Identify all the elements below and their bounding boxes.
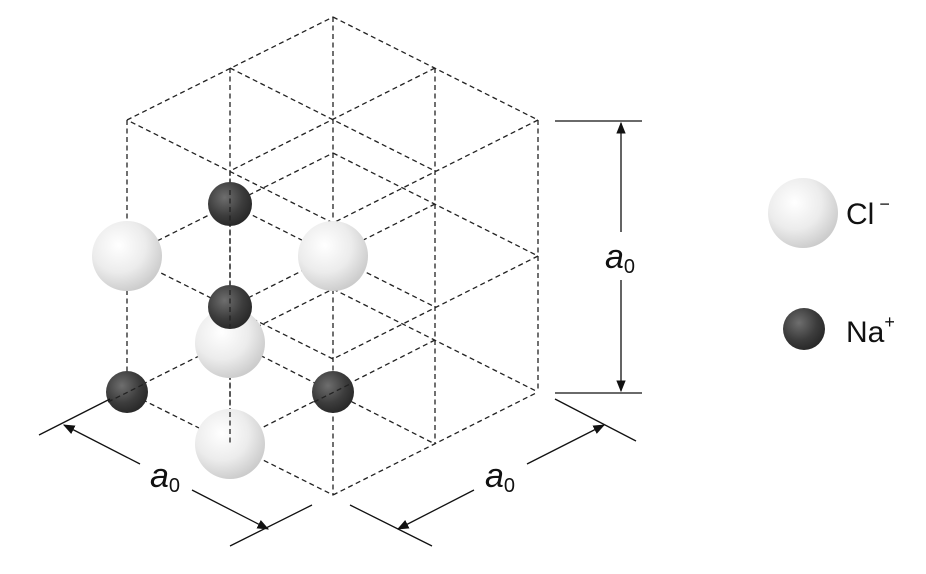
- lattice-edge: [229, 67, 436, 172]
- cl-ion: [92, 221, 162, 291]
- dimension-label-height: a0: [605, 238, 635, 278]
- dimension-label-depth: a0: [485, 457, 515, 497]
- foreground-lattice-lines: [107, 190, 353, 444]
- dimension-arrow: [191, 489, 270, 530]
- dimension-arrow: [62, 424, 141, 465]
- na-ion: [208, 182, 252, 226]
- height-dimension: a0: [555, 120, 642, 394]
- dimension-arrow: [526, 424, 606, 465]
- legend: Cl− Na+: [768, 178, 895, 350]
- legend-cl-label: Cl−: [846, 194, 890, 231]
- extension-line: [38, 398, 111, 436]
- lattice-edge: [332, 288, 539, 393]
- width-dimension: a0: [38, 398, 313, 547]
- lattice-edge: [107, 382, 147, 403]
- cl-ion: [195, 308, 265, 378]
- legend-na-swatch: [783, 308, 825, 350]
- cl-ion: [195, 409, 265, 479]
- extension-line: [554, 398, 637, 442]
- legend-cl-swatch: [768, 178, 838, 248]
- lattice-edge: [332, 152, 539, 257]
- dimension-label-width: a0: [150, 457, 180, 497]
- lattice-edge: [332, 255, 539, 360]
- depth-dimension: a0: [349, 398, 637, 547]
- extension-line: [349, 504, 433, 547]
- extension-line: [229, 504, 313, 547]
- lattice-edge: [313, 382, 353, 403]
- cl-ion: [298, 221, 368, 291]
- dimension-arrow: [396, 489, 475, 530]
- legend-na-label: Na+: [846, 312, 895, 349]
